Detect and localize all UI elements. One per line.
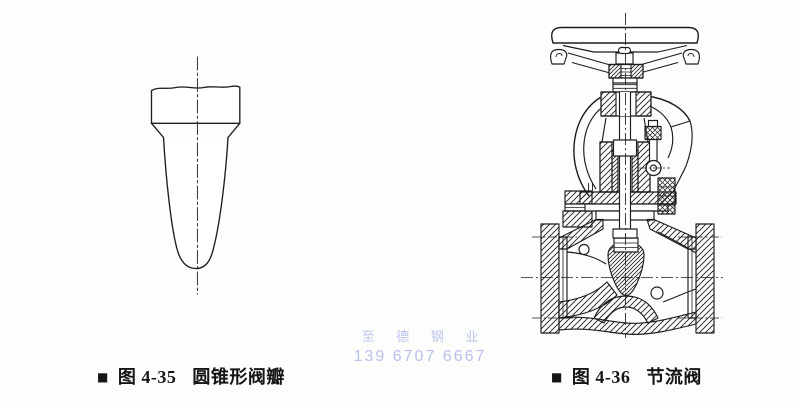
handwheel-rim-right [682, 48, 701, 65]
body-upper-right-wall [646, 218, 697, 250]
gland-eye-bolt [639, 119, 670, 177]
figure-throttle-valve [521, 13, 723, 338]
caption-bullet-icon: ■ [551, 370, 563, 384]
handwheel-spokes [567, 52, 683, 74]
figure-title: 节流阀 [646, 367, 702, 387]
disc-nut [612, 228, 639, 253]
centerlines [521, 13, 723, 338]
disc-cone [162, 136, 229, 270]
valve-stem [612, 57, 638, 238]
yoke-bushing [600, 91, 652, 117]
yoke-arms [573, 95, 693, 197]
disc-head [150, 85, 241, 139]
body-upper-left-wall [558, 218, 604, 250]
stem-top-nut [615, 46, 634, 65]
inlet-passage-line [566, 251, 607, 265]
handwheel [549, 26, 701, 84]
figure-title: 圆锥形阀瓣 [192, 367, 285, 387]
seat-bridge [593, 295, 659, 324]
outlet-passage-lines [657, 231, 697, 303]
watermark-phone: 139 6707 6667 [353, 348, 487, 365]
figure-number: 图 4-36 [571, 367, 631, 387]
figure-conical-valve-disc [150, 56, 241, 295]
caption-bullet-icon: ■ [97, 370, 109, 384]
handwheel-hub [608, 63, 644, 84]
watermark-company: 至 德 钢 业 [361, 329, 488, 344]
figure-caption-right: ■ 图 4-36 节流阀 [551, 363, 702, 389]
bolt-hole-left [578, 243, 590, 256]
body-bottom-wall [558, 311, 697, 335]
bolt-hole-right [650, 286, 664, 300]
watermark: 至 德 钢 业 139 6707 6667 [338, 326, 502, 366]
gland-bolt-stack [657, 177, 676, 215]
figure-number: 图 4-35 [117, 367, 177, 387]
body-lower-left-wall [558, 281, 618, 319]
handwheel-rim-left [549, 48, 568, 65]
figure-caption-left: ■ 图 4-35 圆锥形阀瓣 [97, 363, 285, 389]
